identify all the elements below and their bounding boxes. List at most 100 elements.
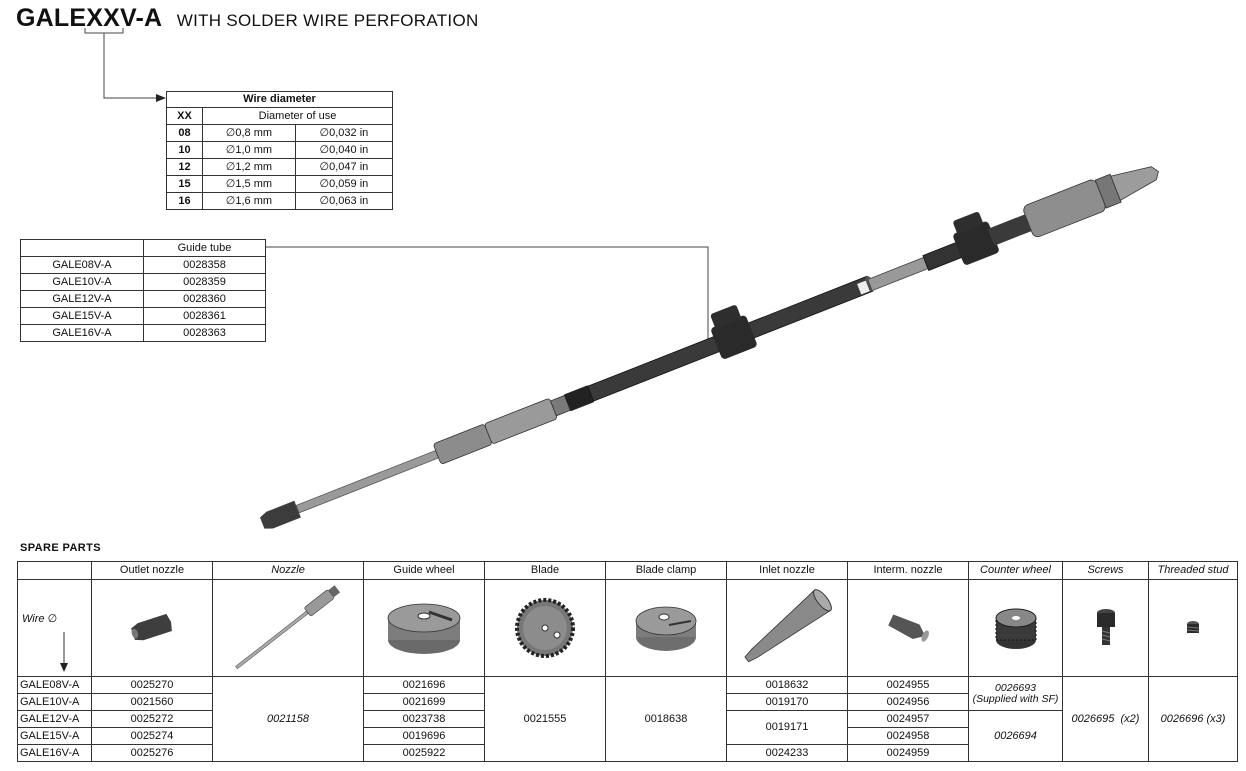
inlet-nozzle-value: 0019170 bbox=[726, 693, 848, 711]
reference: GALE10V-A bbox=[20, 273, 144, 291]
wire-diameter-title: Wire diameter bbox=[166, 91, 393, 108]
table-row: 08 ∅0,8 mm ∅0,032 in bbox=[166, 124, 394, 142]
wire-diameter-table: Wire diameter XX Diameter of use 08 ∅0,8… bbox=[166, 91, 394, 210]
col-guide-wheel: Guide wheel bbox=[363, 561, 485, 580]
table-row: GALE12V-A 0028360 bbox=[20, 290, 266, 308]
threaded-stud-image bbox=[1148, 579, 1238, 677]
reference: GALE16V-A bbox=[20, 324, 144, 342]
guide-wheel-value: 0021696 bbox=[363, 676, 485, 694]
counter-wheel-value: 0026693 (Supplied with SF) bbox=[968, 676, 1063, 711]
counter-wheel-image bbox=[968, 579, 1063, 677]
guide-tube-value: 0028363 bbox=[143, 324, 266, 342]
outlet-nozzle-value: 0021560 bbox=[91, 693, 213, 711]
col-screws: Screws bbox=[1062, 561, 1149, 580]
outlet-nozzle-value: 0025270 bbox=[91, 676, 213, 694]
outlet-nozzle-image bbox=[91, 579, 213, 677]
reference: GALE15V-A bbox=[20, 307, 144, 325]
threaded-stud-value: 0026696 (x3) bbox=[1148, 676, 1238, 762]
inlet-nozzle-value: 0019171 bbox=[726, 710, 848, 745]
xx-header: XX bbox=[166, 107, 203, 125]
outlet-nozzle-value: 0025276 bbox=[91, 744, 213, 762]
col-interm-nozzle: Interm. nozzle bbox=[847, 561, 969, 580]
table-row: GALE10V-A 0028359 bbox=[20, 273, 266, 291]
guide-wheel-image bbox=[363, 579, 485, 677]
wire-diameter-label-cell: Wire ∅ bbox=[17, 579, 92, 677]
corner-header bbox=[17, 561, 92, 580]
guide-tube-value: 0028359 bbox=[143, 273, 266, 291]
inch-value: ∅0,063 in bbox=[294, 192, 394, 210]
interm-nozzle-value: 0024957 bbox=[847, 710, 969, 728]
table-row: GALE15V-A 0028361 bbox=[20, 307, 266, 325]
table-row: 16 ∅1,6 mm ∅0,063 in bbox=[166, 192, 394, 210]
guide-wheel-value: 0025922 bbox=[363, 744, 485, 762]
inlet-nozzle-image bbox=[726, 579, 848, 677]
guide-tube-table: Guide tube GALE08V-A 0028358 GALE10V-A 0… bbox=[20, 239, 266, 342]
guide-tube-value: 0028361 bbox=[143, 307, 266, 325]
xx-value: 08 bbox=[166, 124, 203, 142]
col-threaded-stud: Threaded stud bbox=[1148, 561, 1238, 580]
mm-value: ∅1,5 mm bbox=[202, 175, 296, 193]
xx-value: 12 bbox=[166, 158, 203, 176]
inch-value: ∅0,032 in bbox=[294, 124, 394, 142]
xx-value: 15 bbox=[166, 175, 203, 193]
table-row: 12 ∅1,2 mm ∅0,047 in bbox=[166, 158, 394, 176]
interm-nozzle-value: 0024959 bbox=[847, 744, 969, 762]
interm-nozzle-image bbox=[847, 579, 969, 677]
guide-tube-value: 0028358 bbox=[143, 256, 266, 274]
guide-wheel-value: 0023738 bbox=[363, 710, 485, 728]
inlet-nozzle-value: 0024233 bbox=[726, 744, 848, 762]
inch-value: ∅0,047 in bbox=[294, 158, 394, 176]
inch-value: ∅0,059 in bbox=[294, 175, 394, 193]
col-blade-clamp: Blade clamp bbox=[605, 561, 727, 580]
outlet-nozzle-value: 0025274 bbox=[91, 727, 213, 745]
blade-clamp-image bbox=[605, 579, 727, 677]
reference: GALE16V-A bbox=[17, 744, 92, 762]
table-row: 15 ∅1,5 mm ∅0,059 in bbox=[166, 175, 394, 193]
diameter-of-use-header: Diameter of use bbox=[202, 107, 393, 125]
guide-wheel-value: 0019696 bbox=[363, 727, 485, 745]
counter-wheel-value: 0026694 bbox=[968, 710, 1063, 762]
mm-value: ∅0,8 mm bbox=[202, 124, 296, 142]
nozzle-value: 0021158 bbox=[212, 676, 364, 762]
reference: GALE08V-A bbox=[20, 256, 144, 274]
mm-value: ∅1,0 mm bbox=[202, 141, 296, 159]
product-code: GALEXXV-A bbox=[16, 4, 163, 32]
guide-tube-value: 0028360 bbox=[143, 290, 266, 308]
table-row: GALE08V-A 0025270 0021158 0021696 002155… bbox=[17, 676, 1238, 762]
interm-nozzle-value: 0024955 bbox=[847, 676, 969, 694]
product-subtitle: WITH SOLDER WIRE PERFORATION bbox=[176, 11, 479, 30]
inlet-nozzle-value: 0018632 bbox=[726, 676, 848, 694]
blade-clamp-value: 0018638 bbox=[605, 676, 727, 762]
xx-value: 10 bbox=[166, 141, 203, 159]
table-row: GALE16V-A 0025276 0025922 0024233 002495… bbox=[17, 744, 1238, 762]
table-row: GALE16V-A 0028363 bbox=[20, 324, 266, 342]
xx-value: 16 bbox=[166, 192, 203, 210]
screw-image bbox=[1062, 579, 1149, 677]
col-nozzle: Nozzle bbox=[212, 561, 364, 580]
blade-image bbox=[484, 579, 606, 677]
reference: GALE10V-A bbox=[17, 693, 92, 711]
outlet-nozzle-value: 0025272 bbox=[91, 710, 213, 728]
wire-diameter-label: Wire ∅ bbox=[22, 613, 58, 625]
nozzle-image bbox=[212, 579, 364, 677]
reference: GALE15V-A bbox=[17, 727, 92, 745]
guide-tube-header: Guide tube bbox=[143, 239, 266, 257]
empty-header bbox=[20, 239, 144, 257]
interm-nozzle-value: 0024958 bbox=[847, 727, 969, 745]
interm-nozzle-value: 0024956 bbox=[847, 693, 969, 711]
col-inlet-nozzle: Inlet nozzle bbox=[726, 561, 848, 580]
table-row: GALE10V-A 0021560 0021699 0019170 002495… bbox=[17, 693, 1238, 711]
col-counter-wheel: Counter wheel bbox=[968, 561, 1063, 580]
guide-wheel-value: 0021699 bbox=[363, 693, 485, 711]
screws-value: 0026695 (x2) bbox=[1062, 676, 1149, 762]
mm-value: ∅1,2 mm bbox=[202, 158, 296, 176]
page-title: GALEXXV-A WITH SOLDER WIRE PERFORATION bbox=[16, 4, 479, 33]
reference: GALE12V-A bbox=[17, 710, 92, 728]
reference: GALE12V-A bbox=[20, 290, 144, 308]
down-arrow-icon bbox=[60, 632, 68, 672]
spare-parts-table: Outlet nozzle Nozzle Guide wheel Blade B… bbox=[17, 561, 1238, 762]
blade-value: 0021555 bbox=[484, 676, 606, 762]
table-row: GALE08V-A 0028358 bbox=[20, 256, 266, 274]
reference: GALE08V-A bbox=[17, 676, 92, 694]
